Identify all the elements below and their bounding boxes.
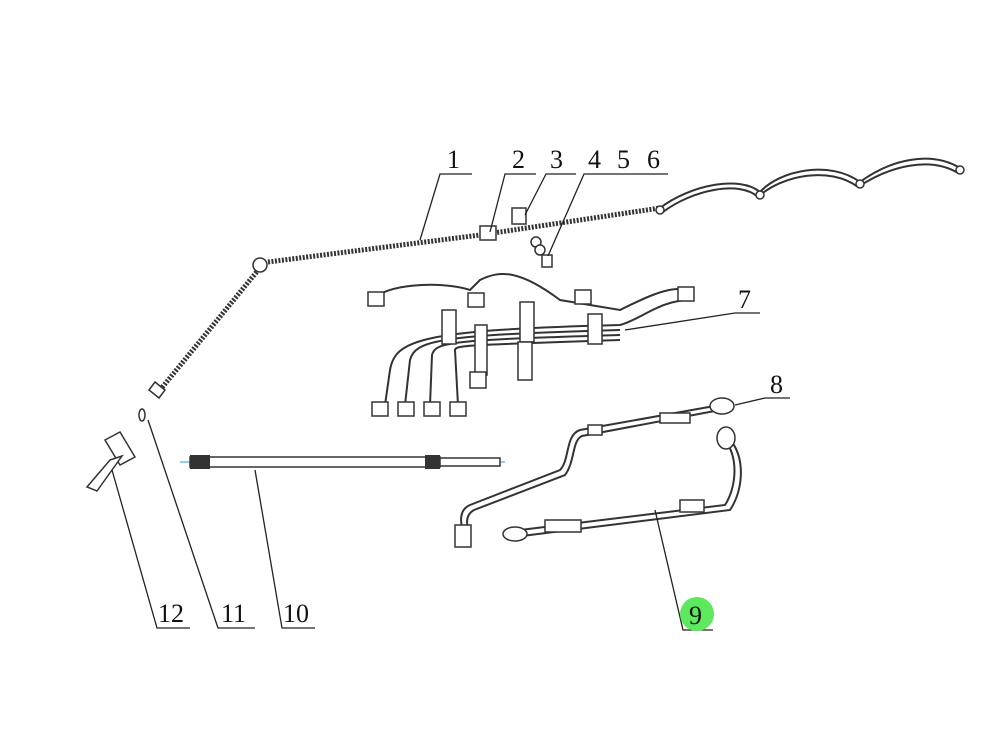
callout-2[interactable]: 2 [512,145,525,174]
callout-9[interactable]: 9 [689,601,702,630]
callout-1[interactable]: 1 [447,145,460,174]
leader-lines [111,173,790,631]
callout-10[interactable]: 10 [283,599,309,628]
part-9-pipe [502,426,742,542]
callout-7[interactable]: 7 [738,285,751,314]
callout-3[interactable]: 3 [550,145,563,174]
part-10-hose [180,455,505,469]
callout-6[interactable]: 6 [647,145,660,174]
return-line [655,157,965,215]
part-4-6-fasteners [530,236,553,268]
part-7-injector-pipes [367,273,695,417]
callout-11[interactable]: 11 [221,599,246,628]
callout-5[interactable]: 5 [617,145,630,174]
part-3-clamp [511,207,527,225]
callout-8[interactable]: 8 [770,370,783,399]
part-12-fitting [85,431,137,492]
highlight-marker [680,597,714,631]
part-2-connector [479,225,497,241]
callout-4[interactable]: 4 [588,145,601,174]
callout-12[interactable]: 12 [158,599,184,628]
part-11-seal [138,408,146,422]
part-8-pipe [454,397,735,548]
